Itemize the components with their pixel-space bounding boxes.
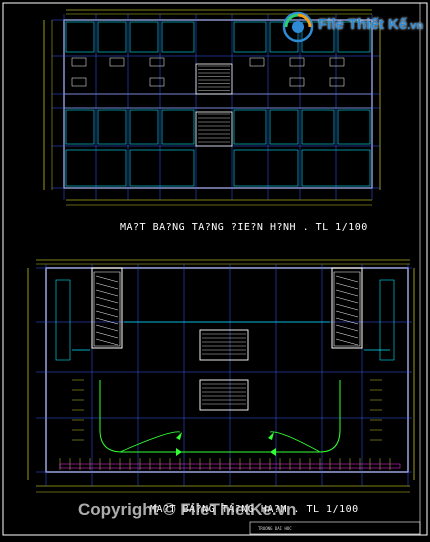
typical-floor-plan <box>43 9 381 206</box>
room-outline <box>301 109 335 145</box>
ramp-hatch <box>335 296 359 304</box>
fixture <box>249 57 265 67</box>
fixture <box>289 77 305 87</box>
ramp-hatch <box>95 324 119 332</box>
ramp-hatch <box>95 331 119 339</box>
fixture <box>149 77 165 87</box>
basement-plan <box>27 259 415 493</box>
brand-watermark: File Thiết Kế.vn <box>318 16 423 33</box>
ramp-hatch <box>95 317 119 325</box>
room-outline <box>269 109 299 145</box>
brand-suffix: .vn <box>407 20 424 32</box>
room-outline <box>97 109 127 145</box>
room-outline <box>129 21 159 53</box>
room-outline <box>129 149 195 187</box>
room-outline <box>301 21 335 53</box>
room-outline <box>161 21 195 53</box>
ramp-hatch <box>95 303 119 311</box>
ramp-hatch <box>335 331 359 339</box>
room-outline <box>233 21 267 53</box>
room-outline <box>337 109 371 145</box>
sheet-border <box>2 2 428 536</box>
ramp-hatch <box>95 310 119 318</box>
room-outline <box>65 109 95 145</box>
room-outline <box>65 21 95 53</box>
room-outline <box>161 109 195 145</box>
ramp-hatch <box>95 289 119 297</box>
title-block <box>249 521 421 535</box>
fixture <box>329 57 345 67</box>
room-outline <box>233 149 299 187</box>
ramp-hatch <box>335 303 359 311</box>
room-outline <box>129 109 159 145</box>
ramp-hatch <box>335 324 359 332</box>
ramp-hatch <box>95 275 119 283</box>
traffic-route <box>99 380 341 453</box>
room-outline <box>97 21 127 53</box>
ramp-hatch <box>95 282 119 290</box>
fixture <box>289 57 305 67</box>
ramp-icon <box>91 267 123 349</box>
fixture <box>71 77 87 87</box>
title-block-text: TRUONG DAI HOC <box>258 526 292 531</box>
file-logo-icon <box>282 11 314 43</box>
ramp-icon <box>331 267 363 349</box>
fixture <box>109 57 125 67</box>
ramp-hatch <box>335 282 359 290</box>
ramp-hatch <box>95 296 119 304</box>
ramp-hatch <box>335 317 359 325</box>
fixture <box>329 77 345 87</box>
room-outline <box>337 21 371 53</box>
fixture <box>149 57 165 67</box>
copyright-watermark: Copyright © FileThietKe.vn <box>78 500 297 519</box>
ramp-hatch <box>335 338 359 346</box>
room-outline <box>301 149 371 187</box>
basement-plan-title: MA?T BA?NG TA?NG HA?M . TL 1/100 <box>150 504 359 515</box>
room-outline <box>65 149 127 187</box>
brand-name: File Thiết Kế <box>318 16 408 33</box>
ramp-hatch <box>95 338 119 346</box>
ramp-hatch <box>335 289 359 297</box>
fixture <box>71 57 87 67</box>
ramp-hatch <box>335 275 359 283</box>
arrow-icon <box>176 432 276 456</box>
ramp-hatch <box>335 310 359 318</box>
room-outline <box>233 109 267 145</box>
typical-floor-plan-title: MA?T BA?NG TA?NG ?IE?N H?NH . TL 1/100 <box>120 222 368 233</box>
